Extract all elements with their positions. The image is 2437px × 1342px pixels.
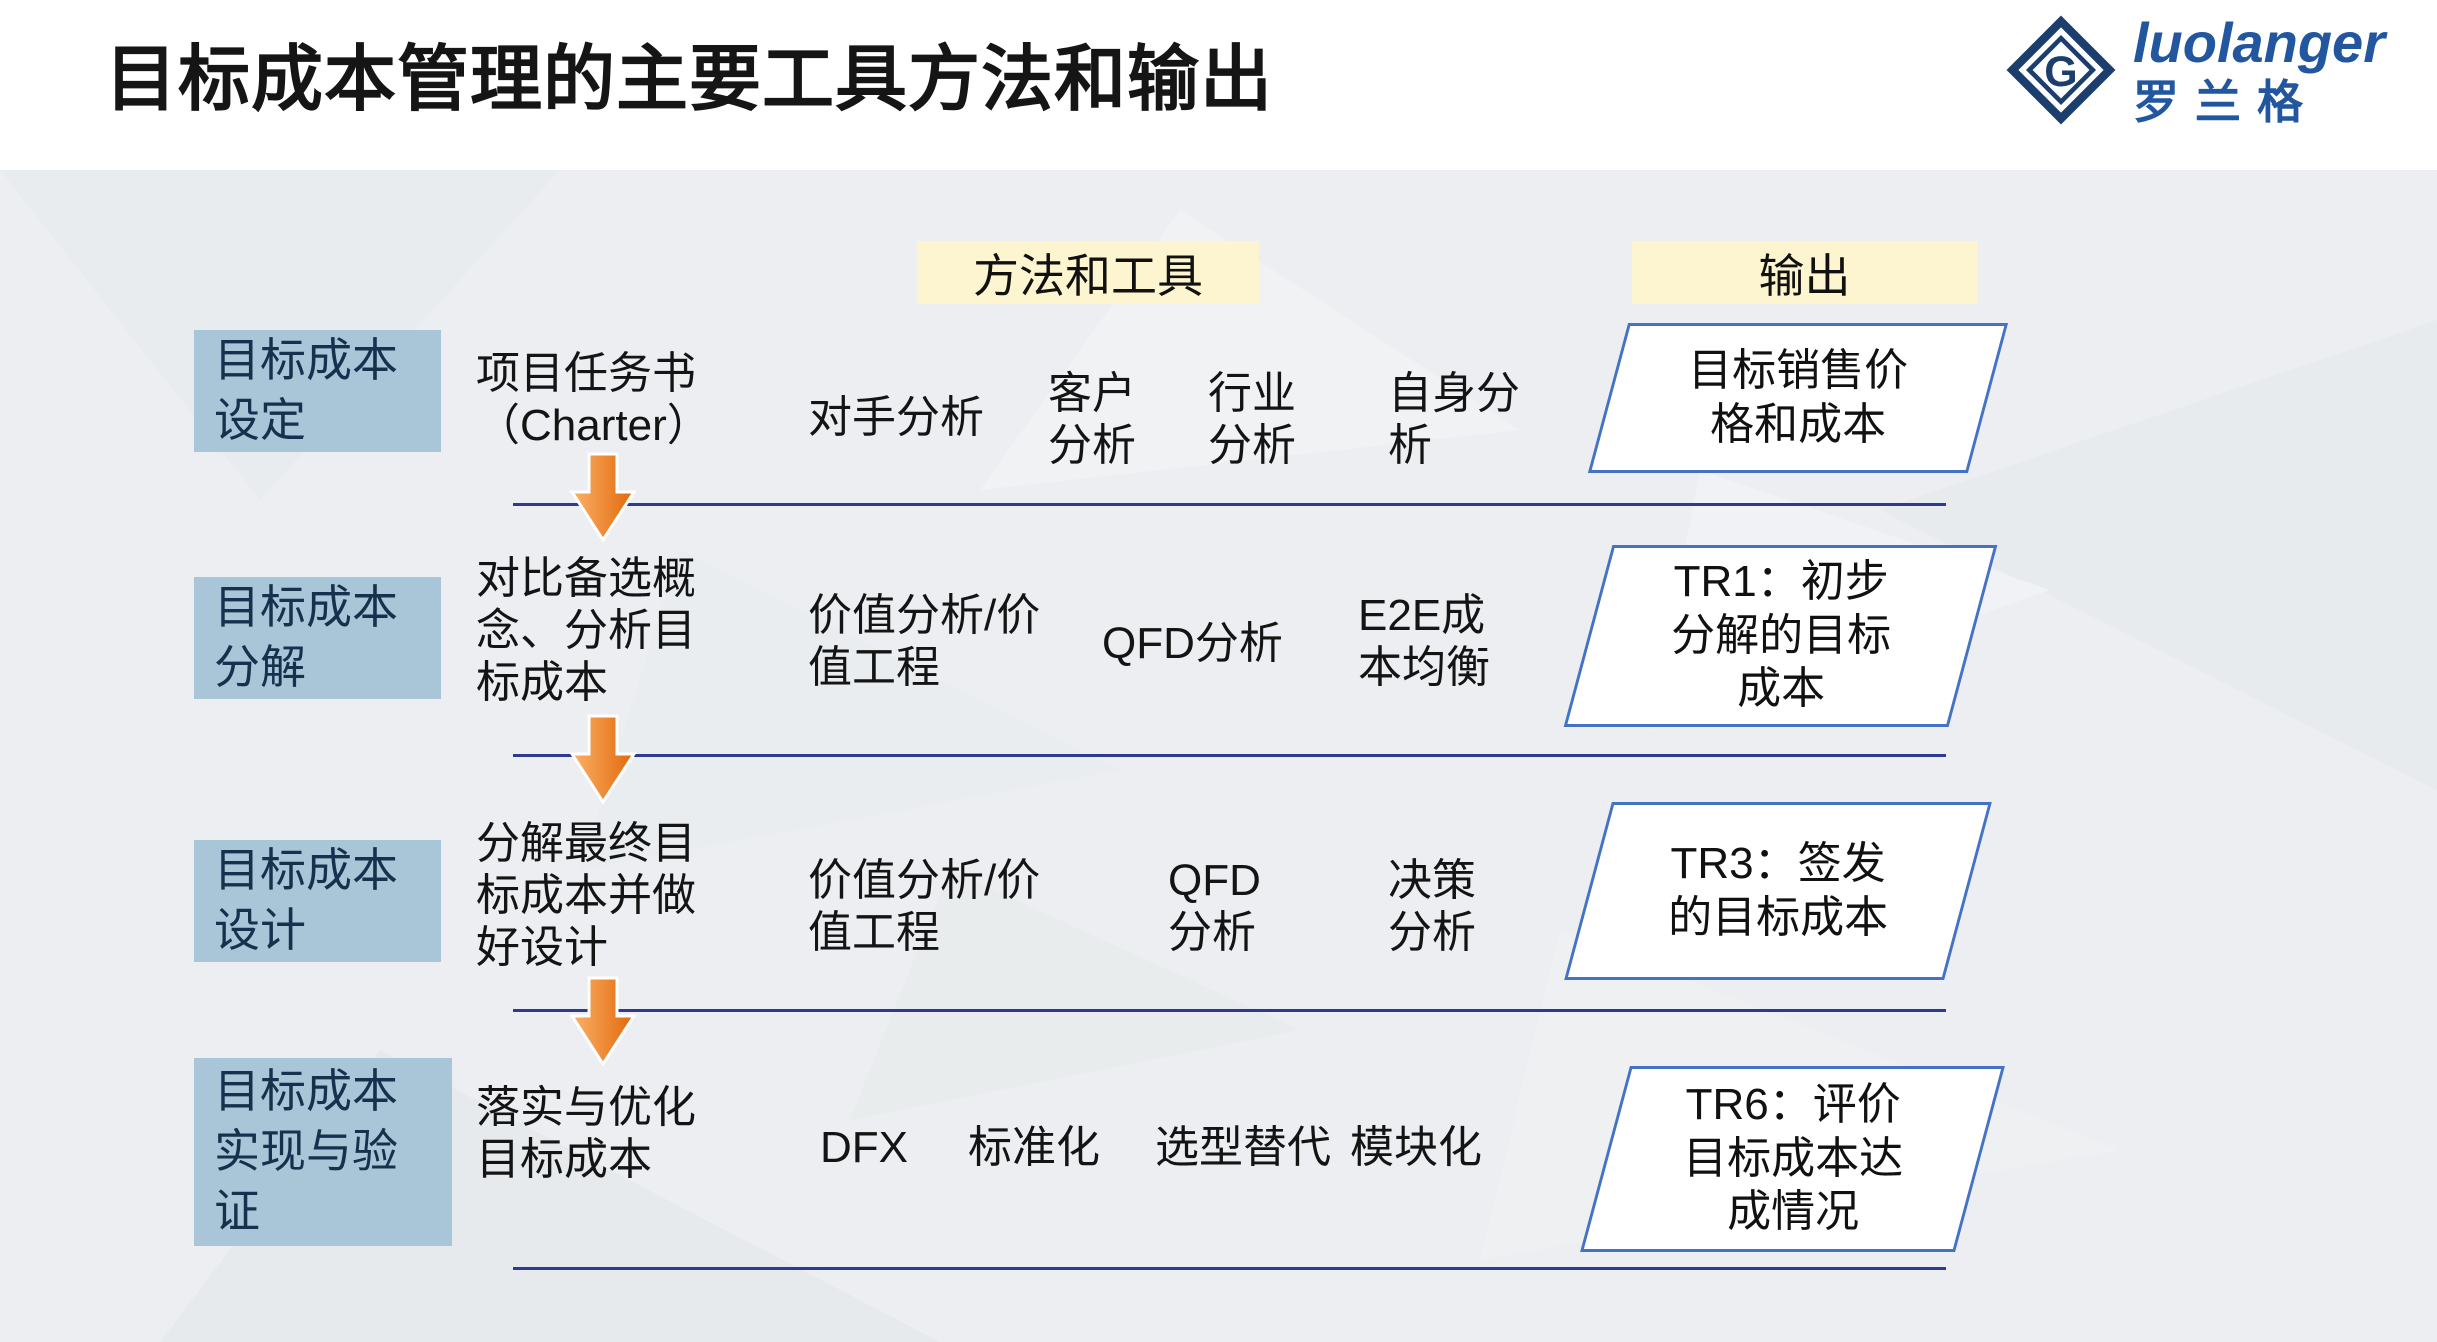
tool-text: 价值分析/价 值工程 <box>808 591 1041 692</box>
brand-name: luolanger <box>2132 11 2385 74</box>
tool-text: 自身分 析 <box>1388 369 1520 470</box>
page-title: 目标成本管理的主要工具方法和输出 <box>105 40 1274 120</box>
down-arrow-icon <box>569 976 637 1067</box>
output-text: TR6：评价 目标成本达 成情况 <box>1682 1080 1903 1237</box>
activity-text: 落实与优化 目标成本 <box>476 1083 696 1184</box>
tool-text: 对手分析 <box>808 393 984 442</box>
output-text: TR3：签发 的目标成本 <box>1668 839 1888 942</box>
tool-text: 行业 分析 <box>1208 369 1296 470</box>
tool-text: QFD 分析 <box>1168 856 1261 957</box>
tool-text: QFD分析 <box>1102 619 1283 668</box>
output-parallelogram: TR1：初步 分解的目标 成本 <box>1563 545 1998 727</box>
tool-text: 决策 分析 <box>1388 856 1476 957</box>
phase-label: 目标成本 分解 <box>214 581 398 693</box>
activity-text: 项目任务书 （Charter） <box>476 349 711 450</box>
activity-text: 对比备选概 念、分析目 标成本 <box>476 554 696 707</box>
phase-box-realization: 目标成本 实现与验 证 <box>194 1058 452 1246</box>
phase-box-decomposition: 目标成本 分解 <box>194 577 441 699</box>
activity-text: 分解最终目 标成本并做 好设计 <box>476 819 696 972</box>
tool-text: 客户 分析 <box>1048 369 1136 470</box>
brand-name-cn: 罗兰格 <box>2132 76 2319 128</box>
divider-line <box>513 1267 1946 1270</box>
phase-label: 目标成本 设计 <box>214 844 398 956</box>
output-text: TR1：初步 分解的目标 成本 <box>1670 557 1891 714</box>
phase-label: 目标成本 实现与验 证 <box>214 1065 398 1237</box>
output-parallelogram: TR3：签发 的目标成本 <box>1564 802 1992 980</box>
output-parallelogram: TR6：评价 目标成本达 成情况 <box>1580 1066 2005 1252</box>
phase-box-setting: 目标成本 设定 <box>194 330 441 452</box>
phase-label: 目标成本 设定 <box>214 334 398 446</box>
logo: G luolanger 罗兰格 <box>2005 14 2385 126</box>
tool-text: 价值分析/价 值工程 <box>808 856 1041 957</box>
logo-text: luolanger 罗兰格 <box>2132 11 2385 128</box>
tool-text: 模块化 <box>1350 1123 1482 1172</box>
header-output: 输出 <box>1632 241 1977 304</box>
output-parallelogram: 目标销售价 格和成本 <box>1587 323 2009 473</box>
down-arrow-icon <box>569 452 637 543</box>
tool-text: 标准化 <box>968 1123 1100 1172</box>
logo-diamond-icon: G <box>2006 15 2116 125</box>
output-text: 目标销售价 格和成本 <box>1688 346 1908 449</box>
divider-line <box>513 503 1946 506</box>
header-methods-and-tools: 方法和工具 <box>917 241 1259 304</box>
tool-text: E2E成 本均衡 <box>1358 591 1490 692</box>
tool-text: 选型替代 <box>1155 1123 1331 1172</box>
phase-box-design: 目标成本 设计 <box>194 840 441 962</box>
tool-text: DFX <box>820 1123 908 1172</box>
down-arrow-icon <box>569 714 637 805</box>
logo-letter: G <box>2044 48 2077 96</box>
divider-line <box>513 754 1946 757</box>
divider-line <box>513 1009 1946 1012</box>
